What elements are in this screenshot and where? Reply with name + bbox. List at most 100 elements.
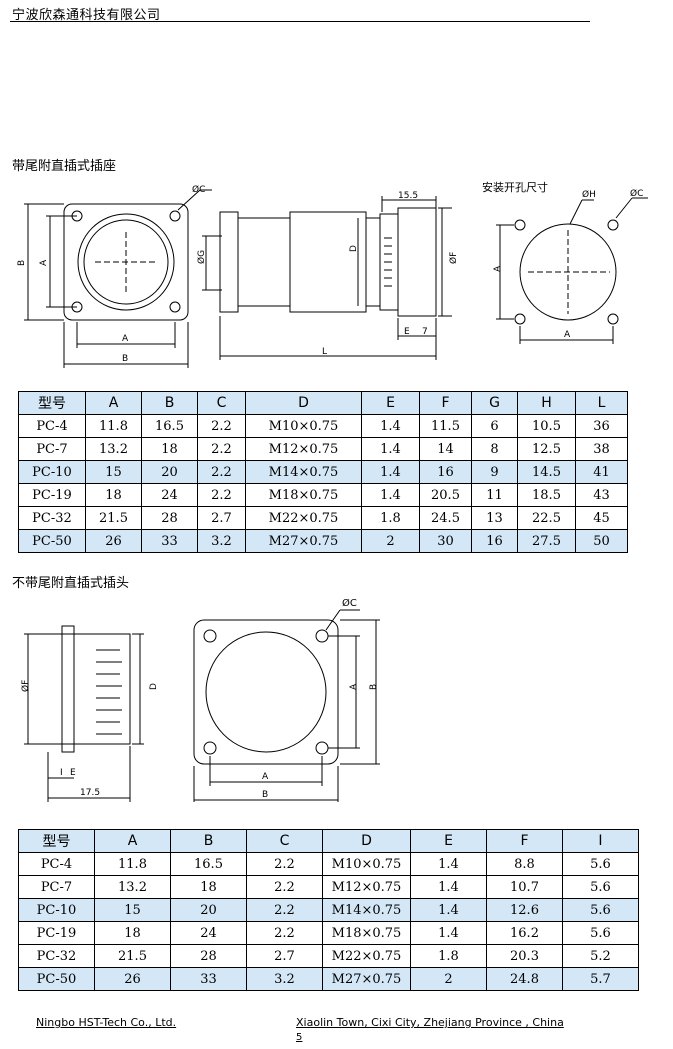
dim-label: B	[262, 790, 268, 800]
dim-label: 17.5	[80, 788, 100, 798]
dim-label: ØC	[630, 188, 643, 199]
table-cell: PC-7	[18, 875, 95, 899]
table-cell: 27.5	[517, 529, 576, 553]
company-name-header: 宁波欣森通科技有限公司	[12, 8, 161, 23]
table-cell: 21.5	[94, 944, 171, 968]
table-cell: 10.5	[517, 414, 576, 438]
table-cell: 1.4	[361, 460, 420, 484]
table-cell: 50	[575, 529, 628, 553]
table-cell: 26	[85, 529, 142, 553]
table-cell: 2.2	[246, 875, 323, 899]
table-cell: M14×0.75	[245, 460, 362, 484]
table-cell: 13	[471, 506, 518, 530]
socket-outer-circle	[77, 213, 175, 311]
socket-side-body	[237, 217, 291, 307]
dim-label: A	[564, 330, 571, 340]
dim-label: ØG	[196, 250, 207, 264]
mount-hole-icon	[203, 629, 217, 643]
table-cell: 1.4	[361, 437, 420, 461]
table-cell: 2.2	[197, 483, 246, 507]
table-cell: 5.2	[562, 944, 639, 968]
table-cell: 1.8	[410, 944, 487, 968]
table-cell: 24	[170, 921, 247, 945]
mount-hole-icon	[169, 210, 181, 222]
table-header-cell: L	[575, 391, 628, 415]
table-cell: 10.7	[486, 875, 563, 899]
table-cell: 45	[575, 506, 628, 530]
socket-side-shell	[289, 211, 367, 313]
table-cell: 18	[141, 437, 198, 461]
table-cell: M14×0.75	[322, 898, 411, 922]
dim-label: B	[369, 684, 379, 690]
table-cell: 11.8	[94, 852, 171, 876]
table-cell: PC-50	[18, 529, 86, 553]
table-cell: 22.5	[517, 506, 576, 530]
table-cell: M18×0.75	[245, 483, 362, 507]
socket-flange-outline	[63, 203, 189, 321]
table-cell: 1.4	[410, 921, 487, 945]
table-cell: M22×0.75	[322, 944, 411, 968]
table-cell: 14	[419, 437, 472, 461]
dim-label: E	[404, 327, 410, 337]
table-cell: 33	[141, 529, 198, 553]
table-header-cell: C	[246, 829, 323, 853]
table-cell: 43	[575, 483, 628, 507]
table-cell: 2.2	[246, 852, 323, 876]
table-cell: M12×0.75	[322, 875, 411, 899]
table-cell: 13.2	[94, 875, 171, 899]
plug-flange-outline	[193, 619, 339, 765]
table-cell: 41	[575, 460, 628, 484]
table-cell: 24	[141, 483, 198, 507]
table-cell: 8.8	[486, 852, 563, 876]
dim-label: I	[60, 768, 63, 778]
table-cell: 21.5	[85, 506, 142, 530]
table-header-cell: G	[471, 391, 518, 415]
section1-drawing-svg: ØC B A A B ØG D ØF 15.5 E 7 L 安装开孔尺寸 ØH …	[17, 180, 648, 368]
table-header-cell: D	[245, 391, 362, 415]
table-cell: PC-32	[18, 944, 95, 968]
footer-address: Xiaolin Town, Cixi City, Zhejiang Provin…	[296, 1016, 564, 1029]
mount-hole-icon	[514, 219, 526, 231]
dim-label: D	[349, 245, 359, 252]
table-cell: PC-50	[18, 967, 95, 991]
table-cell: 1.4	[410, 852, 487, 876]
table-cell: PC-10	[18, 898, 95, 922]
table-cell: 20.3	[486, 944, 563, 968]
dim-label: 15.5	[398, 191, 418, 201]
table-cell: 26	[94, 967, 171, 991]
dim-label: 7	[422, 327, 428, 337]
table-cell: 11.8	[85, 414, 142, 438]
table-cell: 16	[471, 529, 518, 553]
section2-drawing-svg: ØF D I E 17.5 ØC A B A B	[20, 597, 380, 802]
page-number: 5	[296, 1032, 303, 1043]
mount-hole-icon	[607, 219, 619, 231]
table-cell: 24.8	[486, 967, 563, 991]
mount-hole-icon	[315, 741, 329, 755]
section2-drawing: ØF D I E 17.5 ØC A B A B	[0, 592, 673, 802]
table-cell: 11.5	[419, 414, 472, 438]
table-cell: 18	[170, 875, 247, 899]
table-cell: M10×0.75	[245, 414, 362, 438]
table-cell: 12.6	[486, 898, 563, 922]
table-cell: 3.2	[246, 967, 323, 991]
table-cell: 5.6	[562, 898, 639, 922]
table-cell: 30	[419, 529, 472, 553]
table-cell: 1.4	[410, 875, 487, 899]
dim-label: ØC	[192, 184, 205, 195]
table-cell: 1.8	[361, 506, 420, 530]
table-cell: 13.2	[85, 437, 142, 461]
dim-label: L	[322, 347, 327, 357]
table-cell: 18	[85, 483, 142, 507]
table-cell: PC-10	[18, 460, 86, 484]
plug-side-body	[73, 633, 131, 745]
